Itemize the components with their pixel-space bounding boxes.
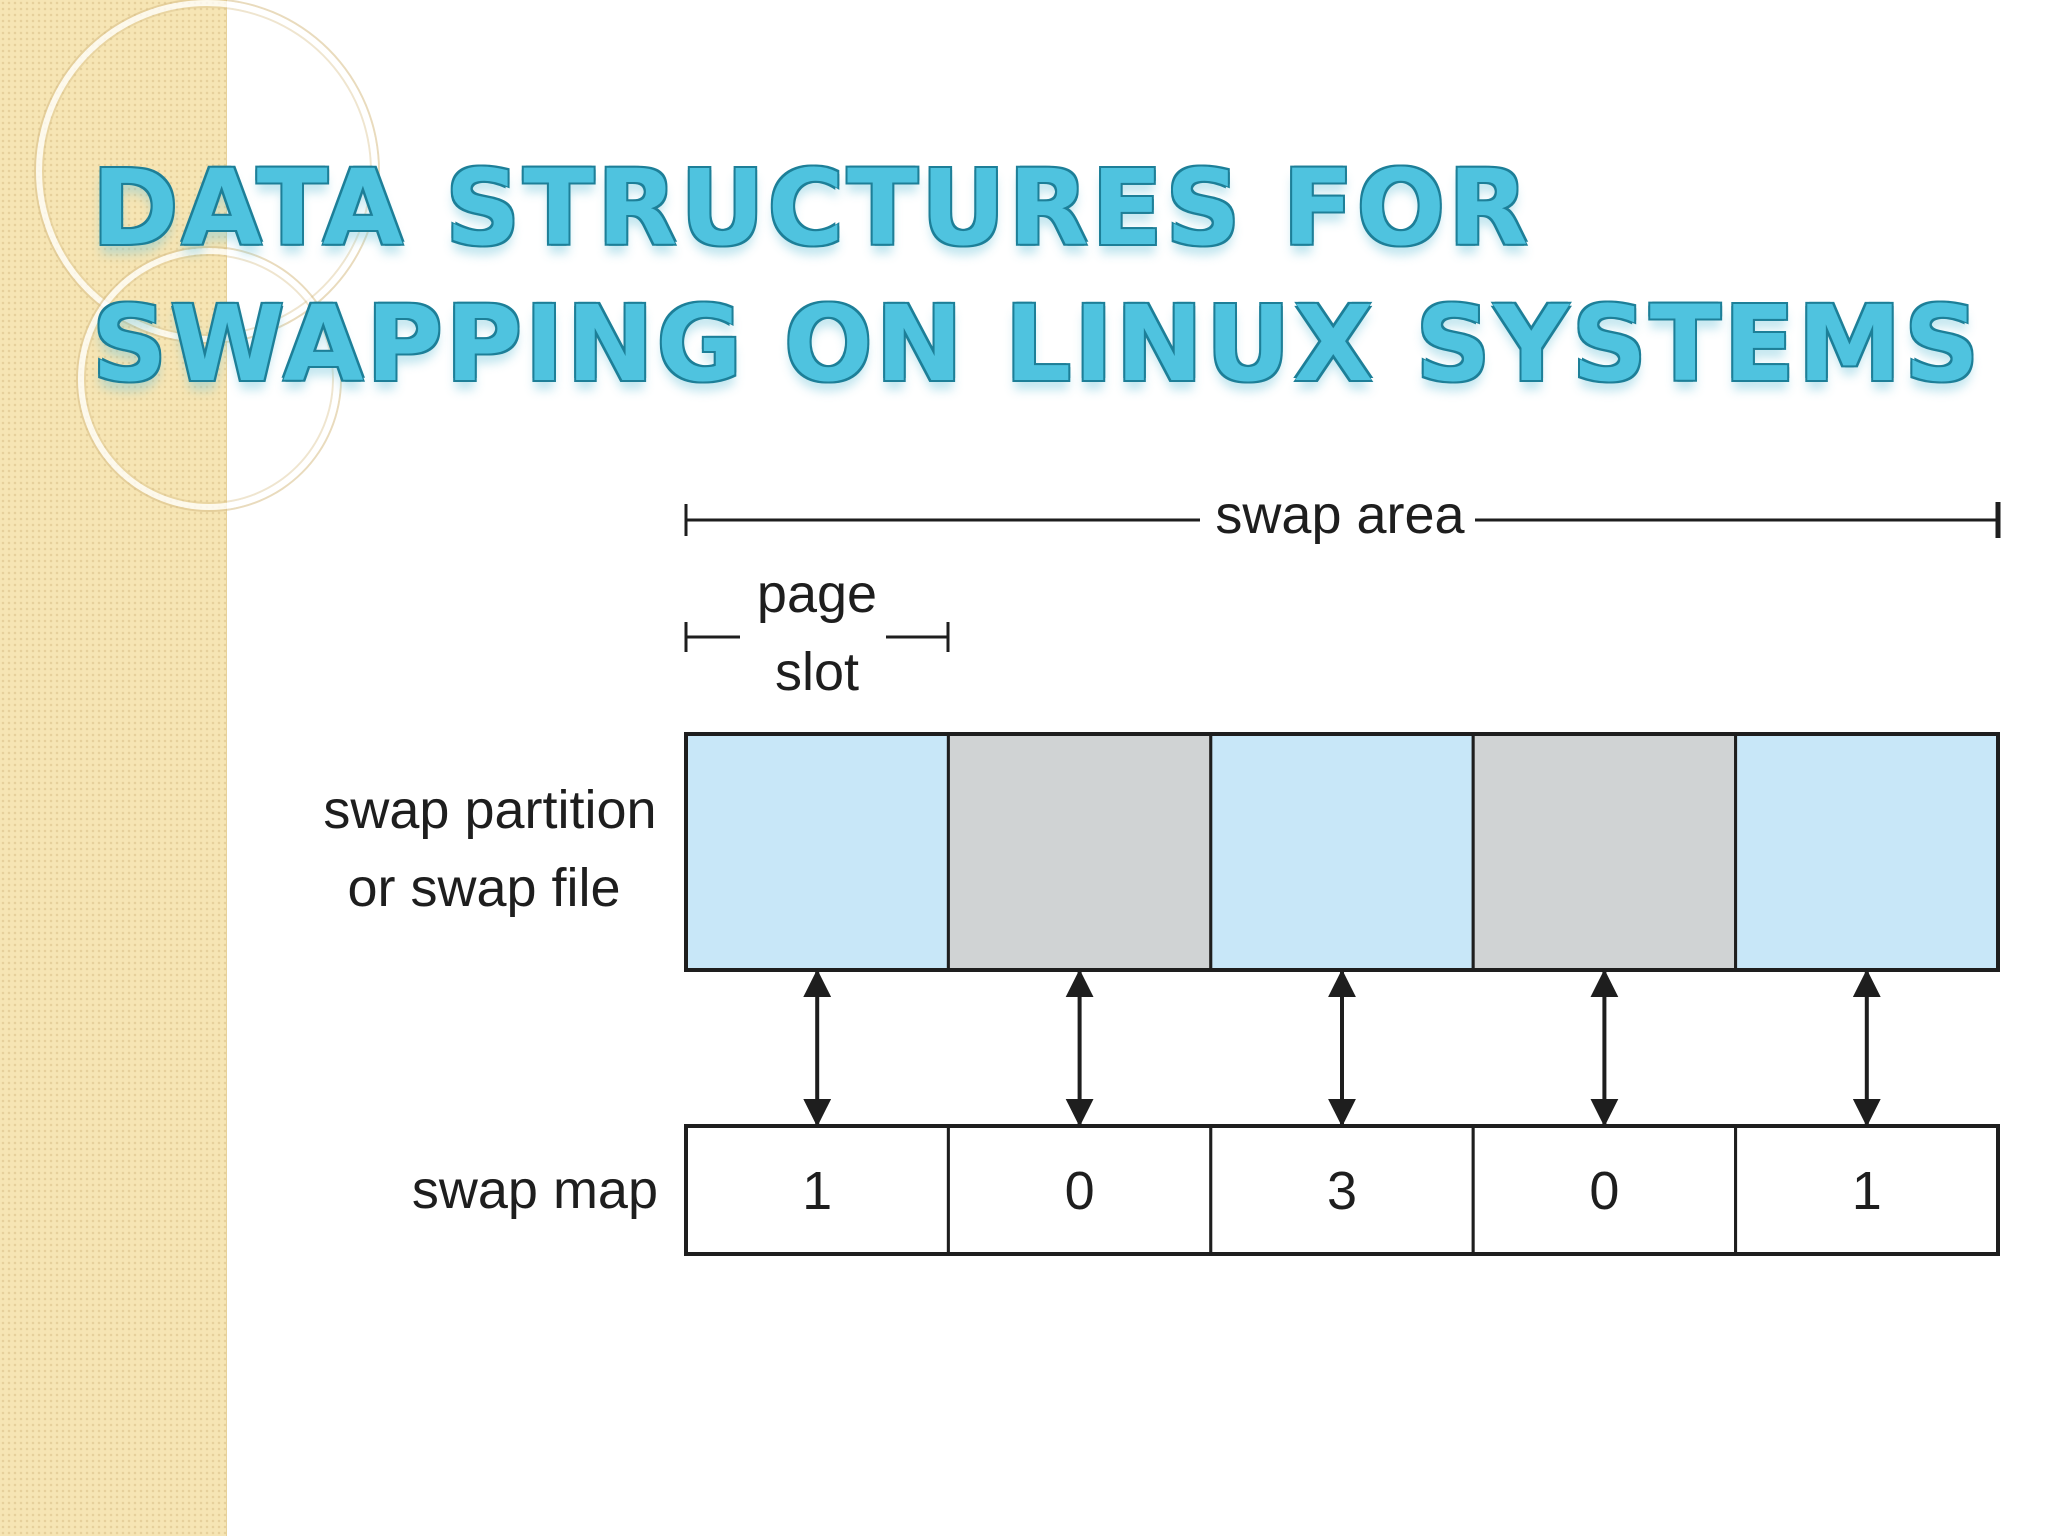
swap-map-value: 0 — [1589, 1161, 1619, 1221]
swap-area-label: swap area — [1215, 485, 1465, 545]
swap-map-value: 1 — [802, 1161, 832, 1221]
swap-map-outline — [684, 1124, 2000, 1256]
slide-title: Data Structures for Swapping on Linux Sy… — [92, 140, 1982, 412]
swap-area-dimension: swap area — [684, 485, 2001, 545]
swap-map-row: 1 0 3 0 1 — [684, 1124, 2000, 1256]
swap-map-value: 3 — [1327, 1161, 1357, 1221]
page-slot-cell — [1471, 732, 1738, 972]
page-slot-dimension: page slot — [684, 564, 950, 702]
swap-partition-row — [684, 732, 2000, 972]
swap-map-value: 0 — [1065, 1161, 1095, 1221]
slide-title-line-2: Swapping on Linux Systems — [92, 283, 1983, 405]
page-slot-label-line-1: page — [757, 564, 877, 624]
swap-map-label: swap map — [412, 1160, 658, 1220]
swap-partition-label-line-1: swap partition — [323, 780, 656, 840]
page-slot-label-line-2: slot — [775, 642, 859, 702]
swap-map-value: 1 — [1852, 1161, 1882, 1221]
swap-map-cell — [1209, 1124, 1475, 1256]
page-slot-cell — [946, 732, 1213, 972]
decorative-ring — [78, 248, 340, 510]
page-slot-cell — [1734, 732, 2000, 972]
swap-partition-label-line-2: or swap file — [347, 858, 620, 918]
slot-map-arrows — [803, 969, 1881, 1127]
page-slot-cell — [1209, 732, 1475, 972]
slide-title-line-1: Data Structures for — [92, 147, 1532, 269]
decorative-sidebar — [0, 0, 378, 1536]
page-slot-cell — [684, 732, 950, 972]
